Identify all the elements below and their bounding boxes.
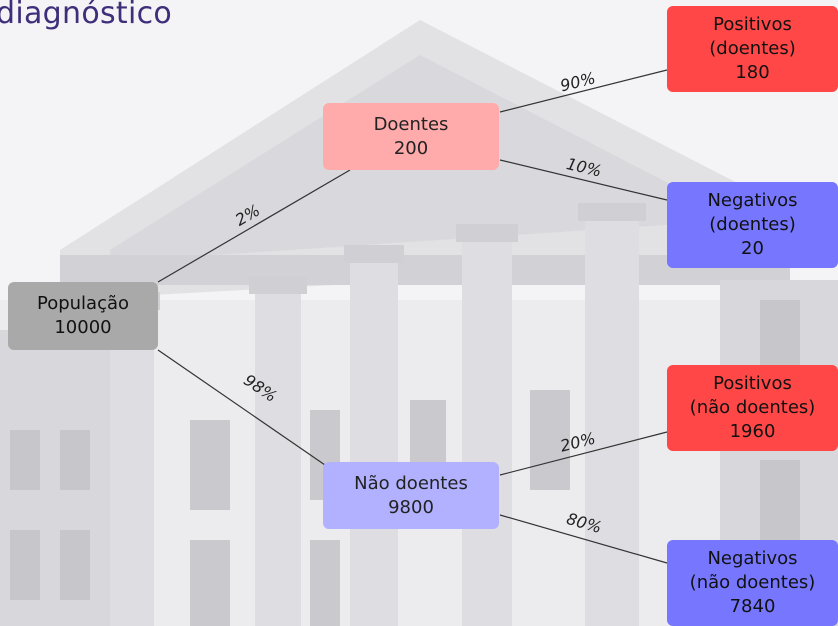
node-positive-sick-qualifier: (doentes) [709,38,796,59]
node-negative-sick-qualifier: (doentes) [709,214,796,235]
node-population-label: População [36,293,130,314]
node-positive-healthy-qualifier: (não doentes) [689,397,816,418]
edge-population-sick [157,169,351,283]
node-positive-sick: Positivos (doentes) 180 [667,6,838,92]
node-healthy-count: 9800 [388,496,434,518]
node-negative-healthy-label: Negativos [707,548,798,569]
node-population: População 10000 [8,282,158,350]
edge-sick-positive [499,69,668,113]
node-negative-sick: Negativos (doentes) 20 [667,182,838,268]
node-population-count: 10000 [54,317,112,338]
edge-label-pop-healthy: 98% [240,370,280,406]
node-negative-healthy-qualifier: (não doentes) [689,572,816,593]
node-sick-count: 200 [393,137,429,159]
node-sick: Doentes 200 [323,103,499,170]
node-healthy-label: Não doentes [354,472,468,494]
node-positive-sick-count: 180 [735,62,770,83]
edge-population-healthy [157,349,326,466]
node-positive-healthy: Positivos (não doentes) 1960 [667,365,838,451]
node-positive-sick-label: Positivos [713,14,792,35]
edge-healthy-negative [499,514,668,564]
edge-label-pop-sick: 2% [232,201,263,230]
node-sick-label: Doentes [373,113,449,135]
page-title: diagnóstico [0,0,173,31]
node-positive-healthy-count: 1960 [729,421,776,442]
node-negative-healthy-count: 7840 [729,596,776,617]
node-negative-healthy: Negativos (não doentes) 7840 [667,540,838,626]
edge-label-healthy-neg: 80% [564,509,603,537]
node-healthy: Não doentes 9800 [323,462,499,529]
node-positive-healthy-label: Positivos [713,373,792,394]
edge-label-sick-pos: 90% [558,68,597,95]
node-negative-sick-count: 20 [741,238,764,259]
edge-healthy-positive [499,431,668,476]
node-negative-sick-label: Negativos [707,190,798,211]
edge-sick-negative [499,159,668,201]
